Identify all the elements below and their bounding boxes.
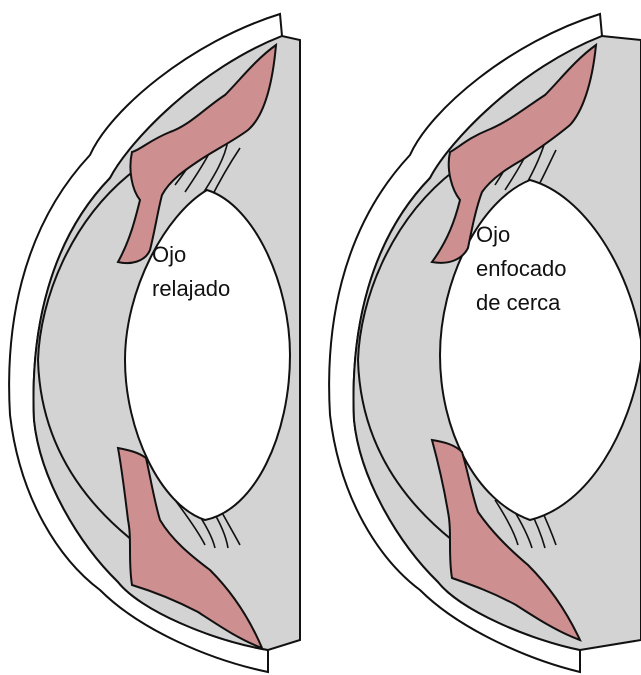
relaxed-eye-panel: Ojo relajado — [9, 14, 300, 672]
near-label-line-3: de cerca — [476, 290, 561, 315]
relaxed-label-line-1: Ojo — [152, 242, 186, 267]
relaxed-label-line-2: relajado — [152, 276, 230, 301]
near-label-line-2: enfocado — [476, 256, 567, 281]
near-eye-panel: Ojo enfocado de cerca — [329, 14, 641, 672]
near-label-line-1: Ojo — [476, 222, 510, 247]
